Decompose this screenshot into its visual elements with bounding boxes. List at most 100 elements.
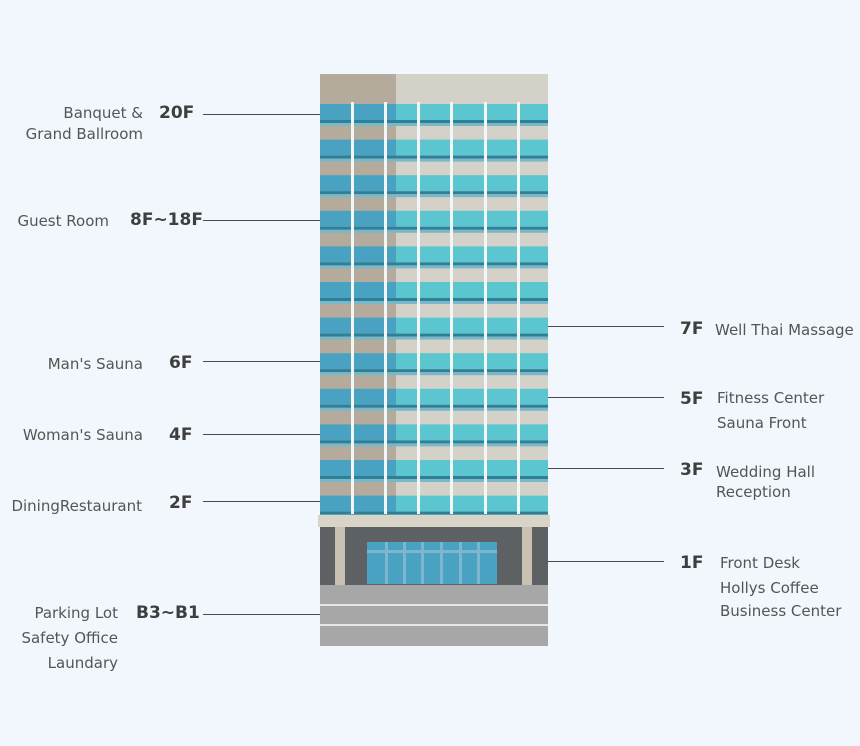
window-band-left xyxy=(320,139,396,156)
window-band-left xyxy=(320,246,396,263)
floor-tag-2f: 2F xyxy=(169,493,193,513)
leader-line-3f xyxy=(548,468,664,469)
window-band-right xyxy=(396,388,548,405)
mullion xyxy=(351,102,354,514)
label-b3-b1-line3: Laundary xyxy=(47,654,118,672)
window-band-right xyxy=(396,317,548,334)
window-band-shadow xyxy=(320,191,548,195)
lobby-door-divider xyxy=(477,542,480,584)
label-7f: Well Thai Massage xyxy=(715,321,854,339)
label-1f-line1: Front Desk xyxy=(720,554,800,572)
window-sill xyxy=(320,301,548,304)
window-band-right xyxy=(396,175,548,192)
mullion xyxy=(384,102,387,514)
window-sill xyxy=(320,123,548,126)
window-band-shadow xyxy=(320,369,548,373)
window-band-left xyxy=(320,282,396,298)
roof-right xyxy=(396,74,548,102)
window-sill xyxy=(320,265,548,269)
window-band-shadow xyxy=(320,298,548,301)
leader-line-1f xyxy=(548,561,664,562)
label-8f-18f: Guest Room xyxy=(17,212,109,230)
lobby-door-divider xyxy=(459,542,462,584)
label-b3-b1-line2: Safety Office xyxy=(21,629,118,647)
label-1f-line2: Hollys Coffee xyxy=(720,579,819,597)
window-band-right xyxy=(396,104,548,120)
window-band-right xyxy=(396,495,548,512)
window-band-left xyxy=(320,495,396,512)
lobby-door-divider xyxy=(385,542,388,584)
leader-line-b3-b1 xyxy=(203,614,320,615)
mullion xyxy=(450,102,453,514)
leader-line-2f xyxy=(203,501,320,502)
window-band-right xyxy=(396,424,548,441)
floor-tag-5f: 5F xyxy=(680,389,704,409)
floor-tag-8f-18f: 8F~18F xyxy=(130,210,203,230)
lobby-glass xyxy=(367,542,497,584)
window-band-left xyxy=(320,175,396,192)
window-band-right xyxy=(396,246,548,263)
window-sill xyxy=(320,336,548,340)
floor-tag-4f: 4F xyxy=(169,425,193,445)
label-20f-line2: Grand Ballroom xyxy=(25,125,143,143)
entrance-canopy xyxy=(318,515,550,527)
parking-divider xyxy=(320,604,548,606)
floor-tag-3f: 3F xyxy=(680,460,704,480)
window-band-shadow xyxy=(320,404,548,408)
leader-line-7f xyxy=(548,326,664,327)
window-band-right xyxy=(396,353,548,370)
lobby-door-divider xyxy=(403,542,406,584)
window-band-shadow xyxy=(320,155,548,159)
parking-levels xyxy=(320,585,548,646)
window-band-shadow xyxy=(320,511,548,515)
label-4f: Woman's Sauna xyxy=(22,426,143,444)
leader-line-6f xyxy=(203,361,320,362)
label-6f: Man's Sauna xyxy=(47,355,143,373)
window-band-right xyxy=(396,210,548,227)
label-1f-line3: Business Center xyxy=(720,602,842,620)
leader-line-20f xyxy=(203,114,320,115)
window-band-shadow xyxy=(320,120,548,123)
mullion xyxy=(517,102,520,514)
mullion xyxy=(484,102,487,514)
roof-left xyxy=(320,74,396,102)
window-band-shadow xyxy=(320,226,548,230)
lobby-pillar-right xyxy=(522,527,532,585)
window-band-left xyxy=(320,460,396,476)
window-band-left xyxy=(320,424,396,441)
mullion xyxy=(417,102,420,514)
lobby-door-divider xyxy=(440,542,443,584)
floor-tag-1f: 1F xyxy=(680,553,704,573)
window-sill xyxy=(320,194,548,198)
window-sill xyxy=(320,443,548,447)
label-3f-line1: Wedding Hall xyxy=(716,463,815,481)
floor-tag-6f: 6F xyxy=(169,353,193,373)
window-sill xyxy=(320,158,548,162)
floor-tag-b3-b1: B3~B1 xyxy=(136,603,200,623)
label-5f-line2: Sauna Front xyxy=(717,414,807,432)
window-band-left xyxy=(320,210,396,227)
parking-divider xyxy=(320,624,548,626)
window-band-left xyxy=(320,104,396,120)
window-band-left xyxy=(320,317,396,334)
window-band-left xyxy=(320,388,396,405)
window-band-shadow xyxy=(320,476,548,479)
leader-line-4f xyxy=(203,434,320,435)
floor-tag-7f: 7F xyxy=(680,319,704,339)
window-band-left xyxy=(320,353,396,370)
window-sill xyxy=(320,407,548,411)
window-band-right xyxy=(396,139,548,156)
leader-line-8f-18f xyxy=(203,220,320,221)
window-band-shadow xyxy=(320,333,548,337)
floor-tag-20f: 20F xyxy=(159,103,195,123)
label-3f-line2: Reception xyxy=(716,483,791,501)
window-band-shadow xyxy=(320,440,548,444)
window-band-shadow xyxy=(320,262,548,266)
label-2f: DiningRestaurant xyxy=(11,497,142,515)
window-sill xyxy=(320,479,548,482)
label-5f-line1: Fitness Center xyxy=(717,389,825,407)
label-20f-line1: Banquet & xyxy=(63,104,143,122)
lobby-glass-transom xyxy=(367,550,497,553)
window-sill xyxy=(320,372,548,376)
